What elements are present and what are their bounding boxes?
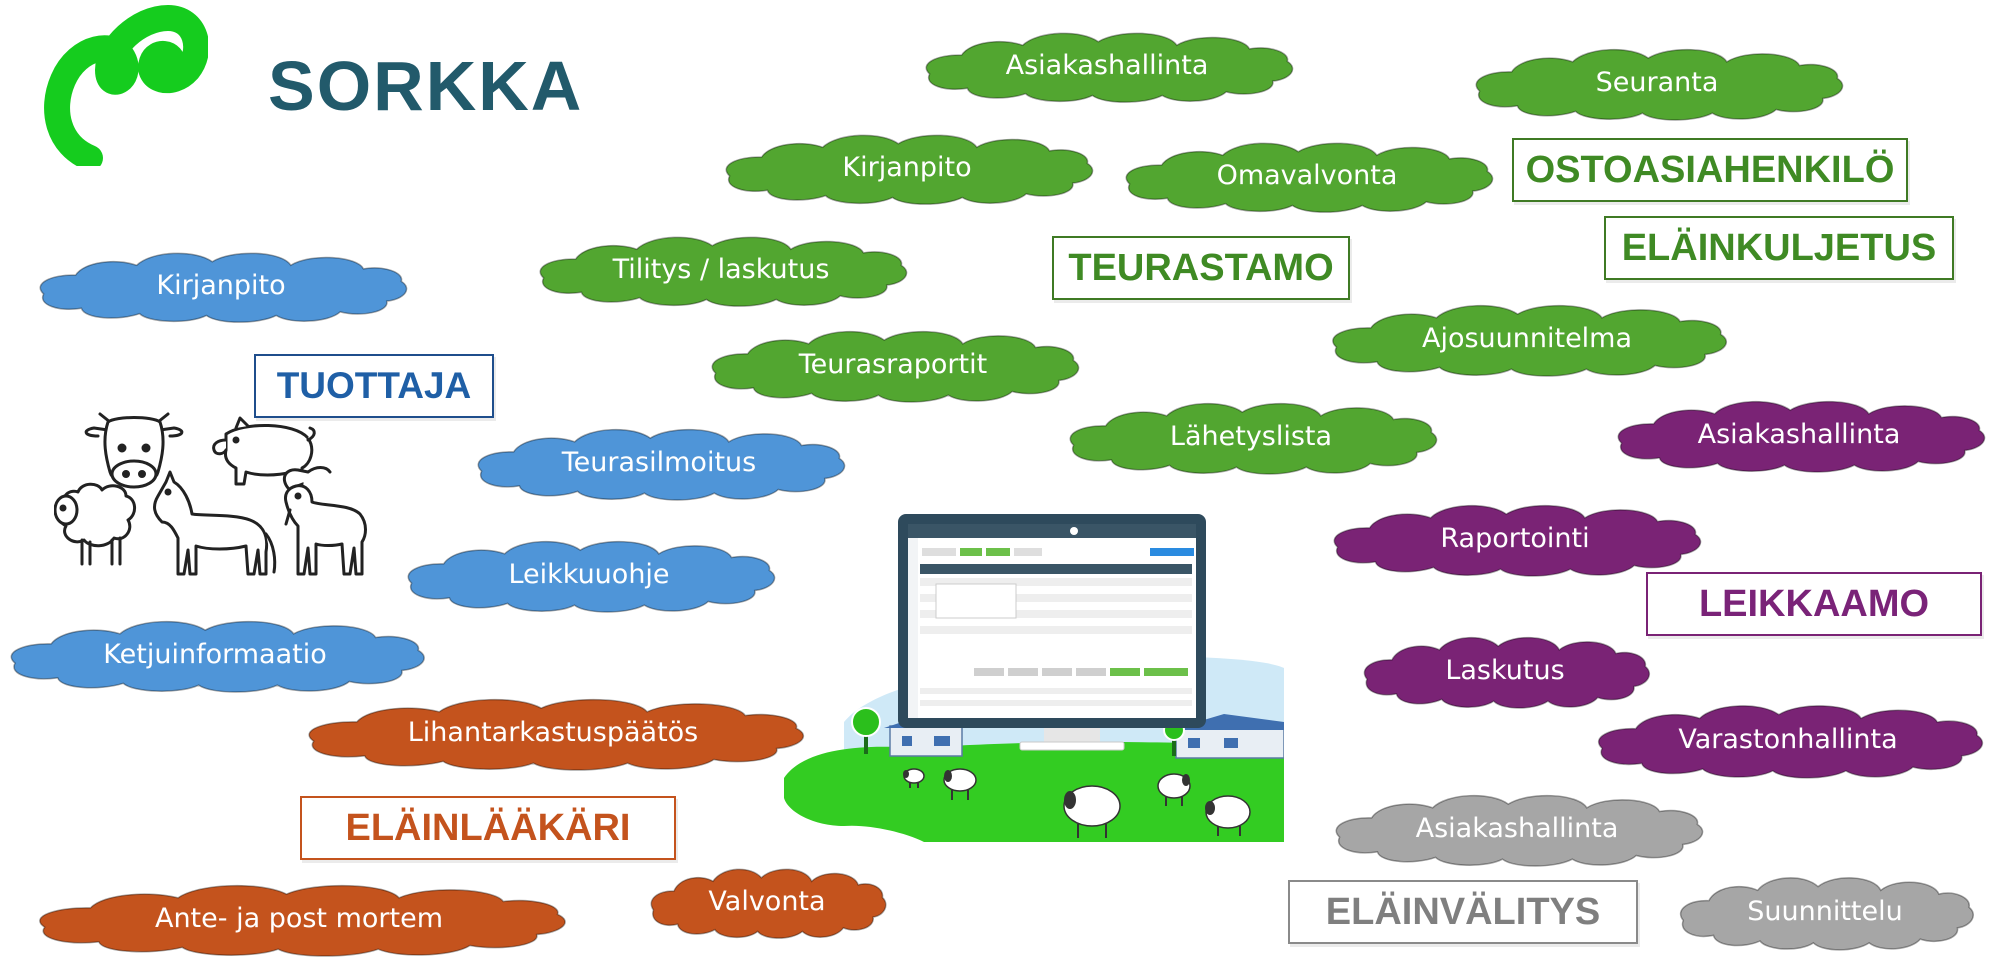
cloud-blue-leikkuuohje[interactable]: Leikkuuohje	[400, 530, 778, 618]
cloud-label: Asiakashallinta	[1415, 812, 1619, 844]
cloud-green-lahetyslista[interactable]: Lähetyslista	[1062, 392, 1440, 480]
cloud-rust-lihantarkastuspaatos[interactable]: Lihantarkastuspäätös	[298, 688, 808, 776]
cloud-green-tilitys[interactable]: Tilitys / laskutus	[532, 226, 910, 312]
cloud-purple-raportointi[interactable]: Raportointi	[1326, 494, 1704, 582]
cloud-shape	[1358, 626, 1652, 714]
cloud-gray-suunnittelu[interactable]: Suunnittelu	[1674, 866, 1976, 956]
tree-icon	[851, 707, 881, 754]
role-tuottaja: TUOTTAJA	[254, 354, 494, 418]
horse-icon	[153, 470, 277, 576]
cloud-label: Varastonhallinta	[1678, 723, 1898, 755]
cloud-label: Kirjanpito	[156, 269, 286, 301]
cloud-green-asiakashallinta[interactable]: Asiakashallinta	[918, 22, 1296, 108]
role-elainvalitys: ELÄINVÄLITYS	[1288, 880, 1638, 944]
sorkka-logo-icon	[44, 5, 208, 166]
cloud-shape	[532, 226, 910, 312]
cloud-blue-kirjanpito[interactable]: Kirjanpito	[32, 242, 410, 328]
cloud-gray-asiakashallinta[interactable]: Asiakashallinta	[1328, 784, 1706, 872]
cloud-shape	[1674, 866, 1976, 956]
cloud-label: Kirjanpito	[842, 151, 972, 183]
cloud-label: Ajosuunnitelma	[1421, 322, 1633, 354]
role-leikkaamo: LEIKKAAMO	[1646, 572, 1982, 636]
cloud-shape	[1324, 294, 1730, 382]
cloud-label: Ketjuinformaatio	[103, 638, 327, 670]
cloud-label: Laskutus	[1445, 654, 1565, 686]
cloud-green-seuranta[interactable]: Seuranta	[1468, 38, 1846, 126]
cloud-rust-ante-post-mortem[interactable]: Ante- ja post mortem	[28, 874, 570, 962]
cloud-label: Raportointi	[1440, 522, 1590, 554]
monitor-icon	[898, 514, 1206, 728]
cloud-shape	[704, 320, 1082, 408]
cloud-label: Seuranta	[1595, 66, 1719, 98]
cloud-shape	[718, 124, 1096, 210]
cloud-shape	[298, 688, 808, 776]
cloud-blue-ketjuinformaatio[interactable]: Ketjuinformaatio	[2, 610, 428, 698]
cloud-green-ajosuunnitelma[interactable]: Ajosuunnitelma	[1324, 294, 1730, 382]
cloud-label: Lihantarkastuspäätös	[407, 716, 699, 748]
cloud-green-omavalvonta[interactable]: Omavalvonta	[1118, 132, 1496, 218]
cloud-shape	[400, 530, 778, 618]
cloud-shape	[32, 242, 410, 328]
farm-scene-illustration	[784, 514, 1284, 842]
cloud-label: Asiakashallinta	[1697, 418, 1901, 450]
cloud-shape	[918, 22, 1296, 108]
cloud-shape	[28, 874, 570, 962]
cloud-label: Suunnittelu	[1747, 895, 1903, 927]
role-elainlaakari: ELÄINLÄÄKÄRI	[300, 796, 676, 860]
cloud-blue-teurasilmoitus[interactable]: Teurasilmoitus	[470, 418, 848, 506]
cloud-label: Leikkuuohje	[508, 558, 670, 590]
cloud-label: Omavalvonta	[1216, 159, 1398, 191]
cloud-label: Tilitys / laskutus	[612, 253, 830, 285]
cloud-shape	[1062, 392, 1440, 480]
cloud-purple-laskutus[interactable]: Laskutus	[1358, 626, 1652, 714]
cloud-shape	[470, 418, 848, 506]
cloud-label: Teurasilmoitus	[561, 446, 757, 478]
cloud-shape	[646, 858, 888, 944]
role-ostoasiahenkilo: OSTOASIAHENKILÖ	[1512, 138, 1908, 202]
cloud-green-kirjanpito[interactable]: Kirjanpito	[718, 124, 1096, 210]
cloud-label: Valvonta	[708, 885, 826, 917]
brand-name: SORKKA	[268, 47, 584, 125]
role-teurastamo: TEURASTAMO	[1052, 236, 1350, 300]
role-elainkuljetus: ELÄINKULJETUS	[1604, 216, 1954, 280]
sheep-icon	[54, 482, 136, 566]
cloud-label: Teurasraportit	[798, 348, 988, 380]
cloud-label: Ante- ja post mortem	[154, 902, 444, 934]
cloud-purple-asiakashallinta[interactable]: Asiakashallinta	[1610, 390, 1988, 478]
cloud-shape	[1326, 494, 1704, 582]
cloud-shape	[1468, 38, 1846, 126]
cloud-shape	[1328, 784, 1706, 872]
goat-icon	[282, 466, 367, 576]
farm-animals-illustration	[54, 412, 367, 576]
cloud-shape	[1118, 132, 1496, 218]
cloud-shape	[1590, 694, 1986, 784]
cloud-shape	[1610, 390, 1988, 478]
cloud-label: Lähetyslista	[1169, 420, 1333, 452]
cloud-label: Asiakashallinta	[1005, 49, 1209, 81]
cloud-rust-valvonta[interactable]: Valvonta	[646, 858, 888, 944]
cloud-purple-varastonhallinta[interactable]: Varastonhallinta	[1590, 694, 1986, 784]
cow-icon	[84, 412, 184, 489]
cloud-green-teurasraportit[interactable]: Teurasraportit	[704, 320, 1082, 408]
cloud-shape	[2, 610, 428, 698]
